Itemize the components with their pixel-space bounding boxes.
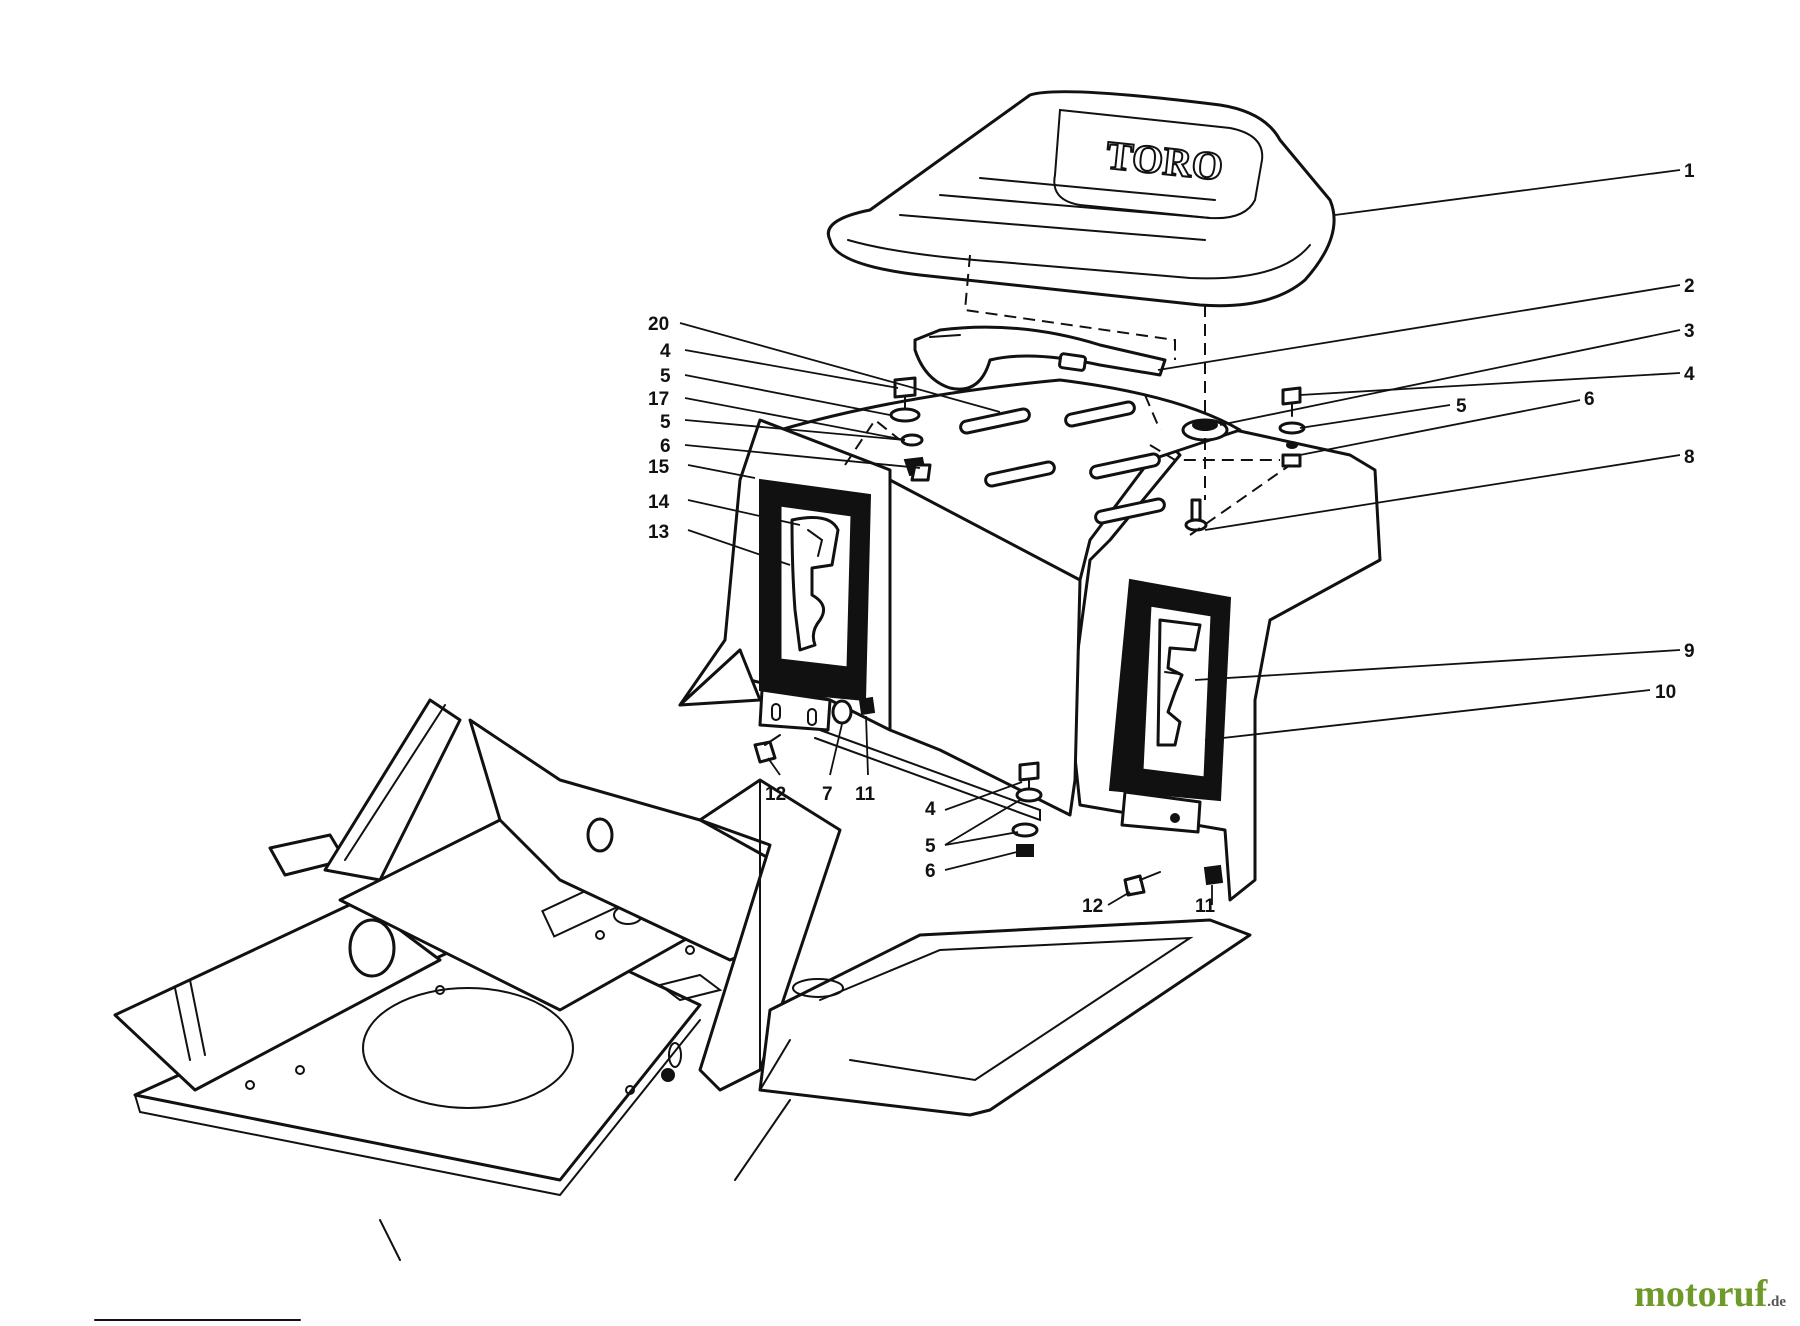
callout-11-left: 11 [855, 784, 876, 805]
fender-seat-pan [678, 378, 1382, 902]
callout-12-right: 12 [1082, 896, 1103, 917]
leader-lines [679, 169, 1681, 906]
callout-13: 13 [648, 522, 669, 543]
callout-11-right: 11 [1195, 896, 1216, 917]
callout-10: 10 [1655, 682, 1676, 703]
callout-labels: 1 2 3 4 5 6 8 9 10 20 4 5 17 5 6 15 14 1… [648, 161, 1695, 917]
watermark-brand: motoruf [1634, 1273, 1768, 1315]
callout-6-right: 6 [1584, 389, 1595, 410]
callout-14: 14 [648, 492, 670, 513]
callout-12-left: 12 [765, 784, 786, 805]
callout-6-bottom: 6 [925, 861, 936, 882]
callout-2: 2 [1684, 276, 1695, 297]
callout-1: 1 [1684, 161, 1695, 182]
callout-6-left: 6 [660, 436, 671, 457]
motoruf-watermark-logo: motoruf.de [1634, 1272, 1786, 1316]
callout-5-bottom: 5 [925, 836, 936, 857]
callout-4-right: 4 [1684, 364, 1695, 385]
callout-8: 8 [1684, 447, 1695, 468]
callout-15: 15 [648, 457, 670, 478]
assembly-lines [844, 254, 1291, 536]
callout-17: 17 [648, 389, 669, 410]
tractor-frame [113, 698, 1252, 1261]
callout-4-left: 4 [660, 341, 671, 362]
toro-seat: TORO [827, 90, 1336, 308]
callout-9: 9 [1684, 641, 1695, 662]
callout-5-left: 5 [660, 366, 671, 387]
callout-3: 3 [1684, 321, 1695, 342]
callout-20: 20 [648, 314, 669, 335]
callout-7: 7 [822, 784, 833, 805]
hardware [753, 376, 1306, 897]
callout-4-bottom: 4 [925, 799, 936, 820]
watermark-tld: .de [1767, 1294, 1786, 1310]
callout-5-right: 5 [1456, 396, 1467, 417]
seat-bracket [913, 325, 1167, 391]
callout-5-left-2: 5 [660, 412, 671, 433]
